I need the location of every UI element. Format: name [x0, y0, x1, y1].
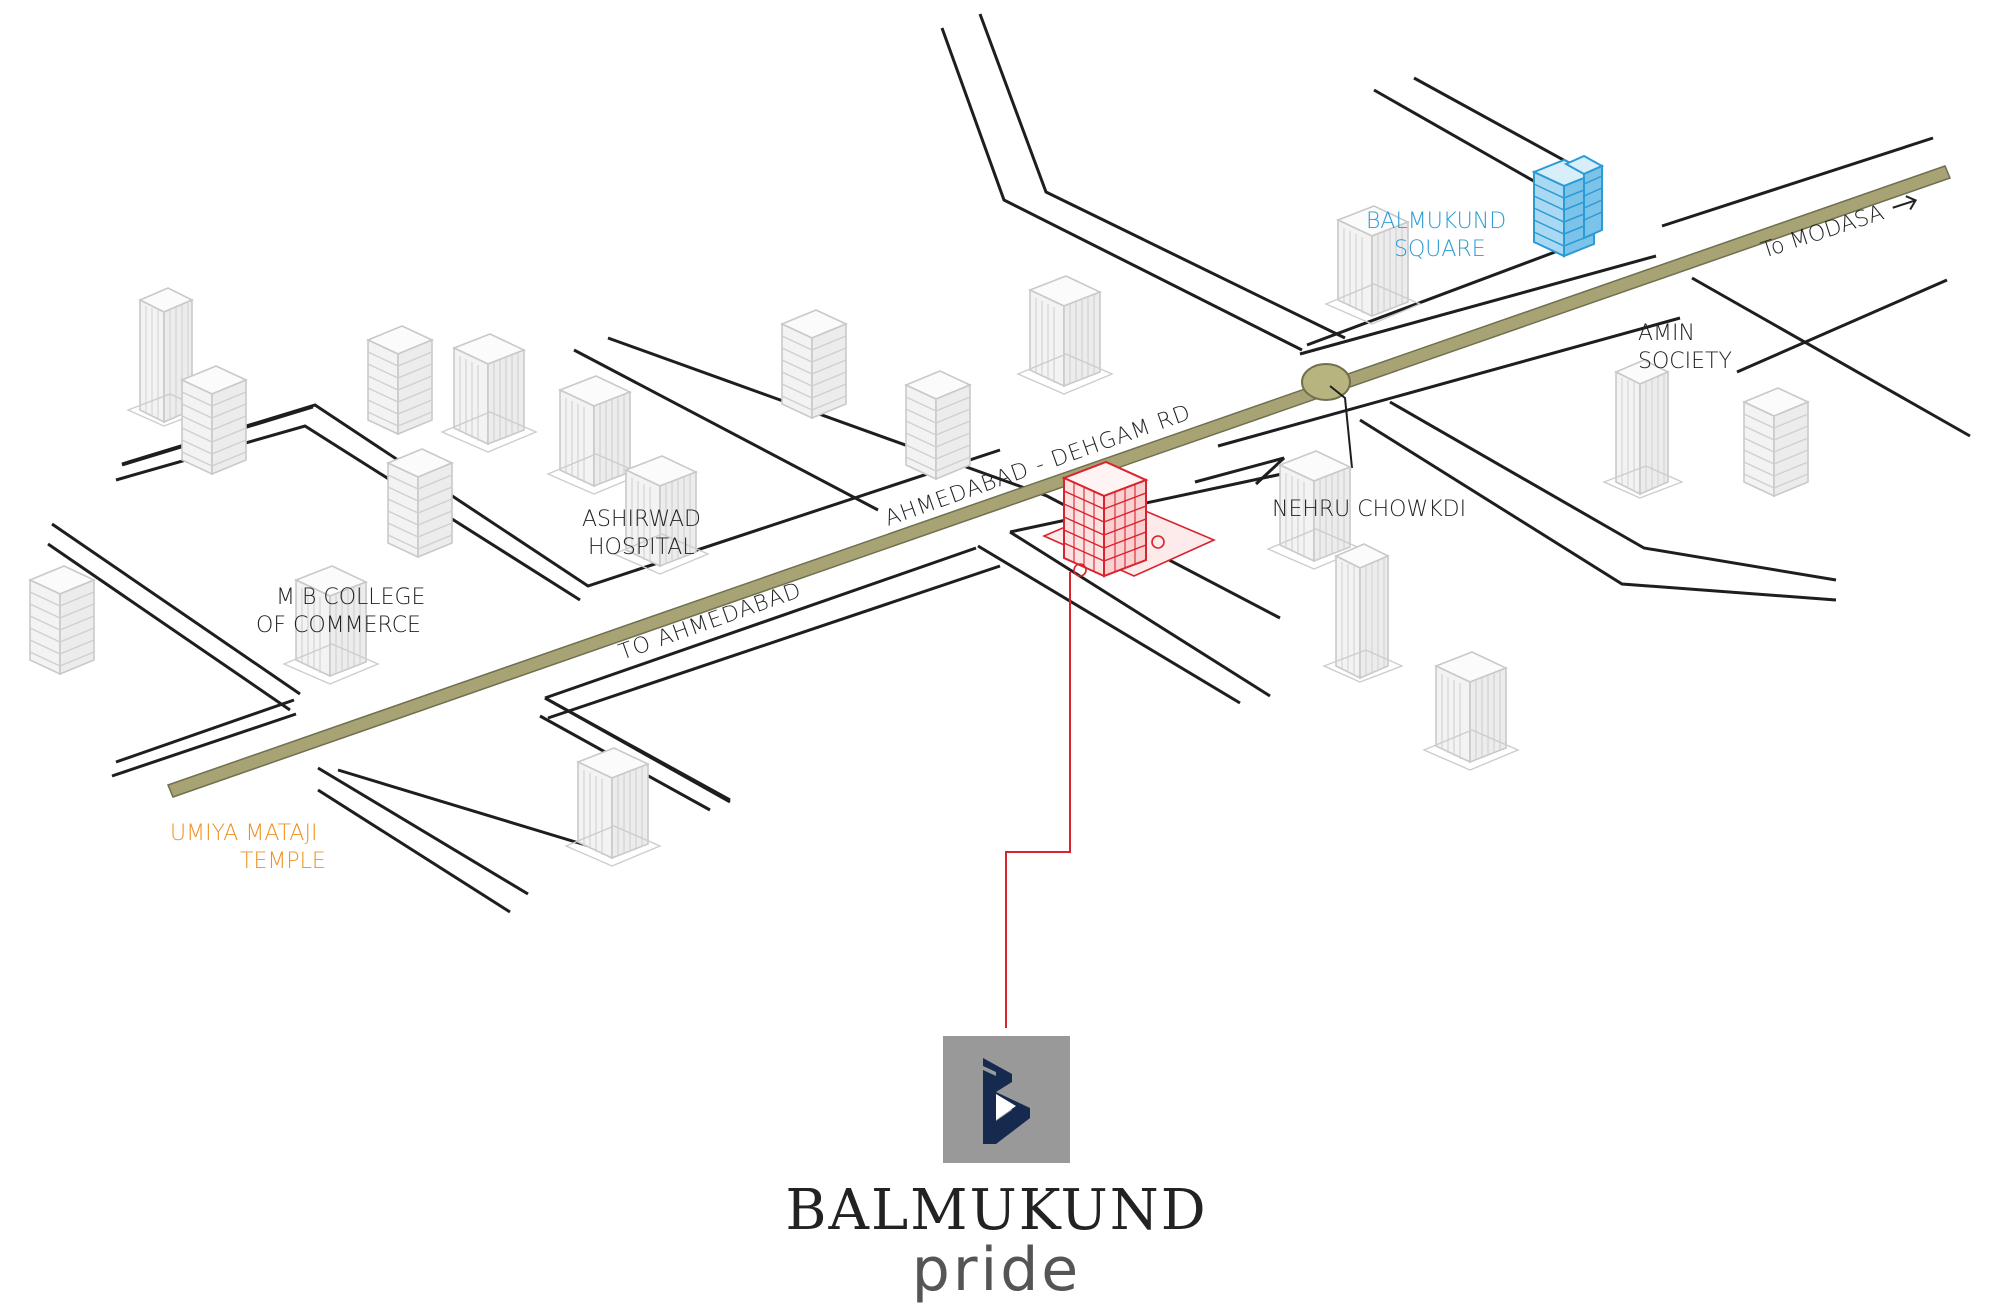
balmukund-pride-project[interactable]: [1041, 460, 1217, 578]
building-17: [1323, 543, 1403, 683]
nehru-chowkdi-roundabout: [1301, 363, 1351, 401]
building-7: [387, 448, 453, 558]
main-road-ahmedabad-dehgam: [167, 165, 1951, 798]
label-ashirwad-hospital: ASHIRWAD HOSPITAL: [582, 507, 708, 560]
brand-name: BALMUKUND: [785, 1178, 1208, 1243]
building-12: [1017, 275, 1113, 395]
label-umiya-mataji-temple: UMIYA MATAJI TEMPLE: [170, 821, 326, 874]
project-pointer-line: [1005, 572, 1071, 1028]
building-2: [181, 365, 247, 475]
arrow-right-icon: [1892, 195, 1918, 210]
chowkdi-pointer-line: [1329, 385, 1353, 469]
building-8: [29, 565, 95, 675]
balmukund-logo-mark[interactable]: [943, 1036, 1070, 1163]
label-mb-college: M B COLLEGE OF COMMERCE: [256, 585, 432, 638]
building-19: [565, 747, 661, 867]
building-10: [781, 309, 847, 419]
building-11: [905, 370, 971, 480]
building-18: [1423, 651, 1519, 771]
building-16: [1743, 387, 1809, 497]
brand-sub: pride: [911, 1235, 1082, 1305]
balmukund-square-building: [1531, 154, 1605, 258]
label-amin-society: AMIN SOCIETY: [1638, 321, 1732, 374]
label-nehru-chowkdi: NEHRU CHOWKDI: [1272, 497, 1466, 522]
building-4: [441, 333, 537, 453]
building-15: [1603, 359, 1683, 499]
label-balmukund-square: BALMUKUND SQUARE: [1366, 209, 1513, 262]
building-3: [367, 325, 433, 435]
